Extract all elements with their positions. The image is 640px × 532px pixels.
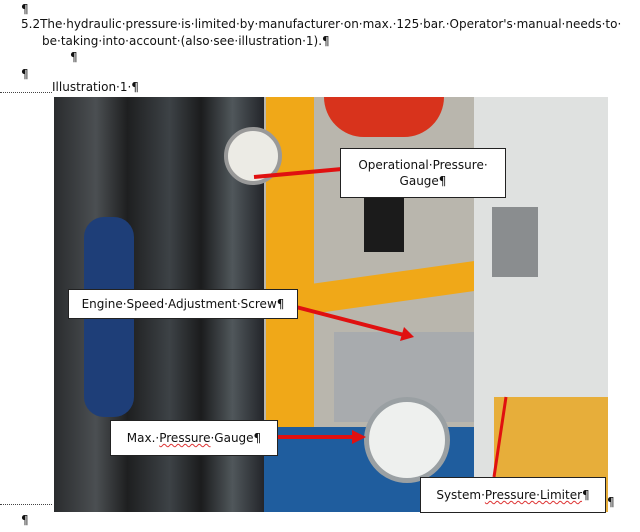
paragraph-mark: ¶ — [70, 50, 78, 64]
arrow-system-limiter — [492, 396, 508, 478]
section-5-2-line2: be·taking·into·account·(also·see·illustr… — [42, 34, 330, 48]
section-number: 5.2 — [21, 17, 41, 31]
label-text: ·Gauge¶ — [210, 431, 262, 445]
arrow-engine-screw — [295, 305, 405, 337]
label-text: Pressure — [159, 431, 211, 445]
illustration-caption: Illustration·1·¶ — [52, 80, 139, 94]
tab-leader — [0, 92, 52, 93]
label-engine-speed-adjustment-screw: Engine·Speed·Adjustment·Screw¶ — [68, 289, 298, 319]
tab-leader — [0, 504, 52, 505]
arrow-operational-gauge — [253, 167, 343, 179]
paragraph-mark: ¶ — [21, 2, 29, 16]
label-text: Gauge¶ — [399, 174, 447, 188]
label-operational-pressure-gauge: Operational·Pressure· Gauge¶ — [340, 148, 506, 198]
paragraph-mark: ¶ — [21, 513, 29, 527]
label-max-pressure-gauge: Max.·Pressure·Gauge¶ — [110, 420, 278, 456]
label-text: ¶ — [582, 488, 590, 502]
section-text: The·hydraulic·pressure·is·limited·by·man… — [40, 17, 622, 31]
label-text: System· — [436, 488, 485, 502]
paragraph-mark: ¶ — [607, 495, 615, 509]
callout-arrows — [253, 167, 508, 478]
label-system-pressure-limiter: System·Pressure·Limiter¶ — [420, 477, 606, 513]
label-text: Operational·Pressure· — [358, 158, 488, 172]
label-text: Pressure·Limiter — [484, 488, 583, 502]
paragraph-mark: ¶ — [21, 67, 29, 81]
label-text: Max.· — [126, 431, 160, 445]
section-5-2-line1: 5.2The·hydraulic·pressure·is·limited·by·… — [21, 17, 621, 31]
